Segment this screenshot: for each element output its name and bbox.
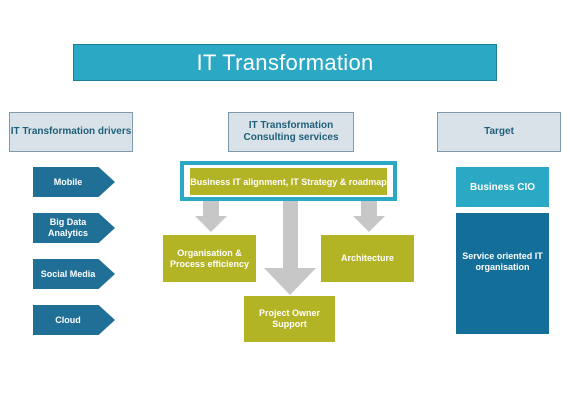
service-label: Architecture xyxy=(340,253,394,263)
column-header-target-label: Target xyxy=(484,126,514,137)
driver-social-media: Social Media xyxy=(33,259,115,289)
driver-label: Cloud xyxy=(55,314,81,325)
column-header-services-label: IT Transformation Consulting services xyxy=(243,120,339,143)
column-header-drivers: IT Transformation drivers xyxy=(9,112,133,152)
target-business-cio: Business CIO xyxy=(456,167,549,207)
service-label: Business IT alignment, IT Strategy & roa… xyxy=(190,176,387,187)
driver-label: Big Data Analytics xyxy=(47,217,89,238)
service-architecture: Architecture xyxy=(321,235,414,282)
driver-mobile: Mobile xyxy=(33,167,115,197)
target-label: Service oriented IT organisation xyxy=(462,251,543,272)
column-header-services: IT Transformation Consulting services xyxy=(228,112,354,152)
target-label: Business CIO xyxy=(469,181,536,193)
service-business-alignment: Business IT alignment, IT Strategy & roa… xyxy=(190,168,387,195)
driver-label: Mobile xyxy=(53,176,83,187)
driver-cloud: Cloud xyxy=(33,305,115,335)
column-header-drivers-label: IT Transformation drivers xyxy=(10,126,132,137)
driver-big-data-analytics: Big Data Analytics xyxy=(33,213,115,243)
service-label: Organisation & Process efficiency xyxy=(169,247,250,269)
arrow-to-organisation xyxy=(195,201,227,232)
page-title-text: IT Transformation xyxy=(196,49,374,75)
service-organisation: Organisation & Process efficiency xyxy=(163,235,256,282)
column-header-target: Target xyxy=(437,112,561,152)
arrow-to-project-owner xyxy=(264,201,316,295)
target-service-oriented: Service oriented IT organisation xyxy=(456,213,549,334)
page-title: IT Transformation xyxy=(73,44,497,81)
driver-label: Social Media xyxy=(40,268,96,279)
arrow-to-architecture xyxy=(353,201,385,232)
service-label: Project Owner Support xyxy=(258,308,321,329)
service-project-owner: Project Owner Support xyxy=(244,296,335,342)
